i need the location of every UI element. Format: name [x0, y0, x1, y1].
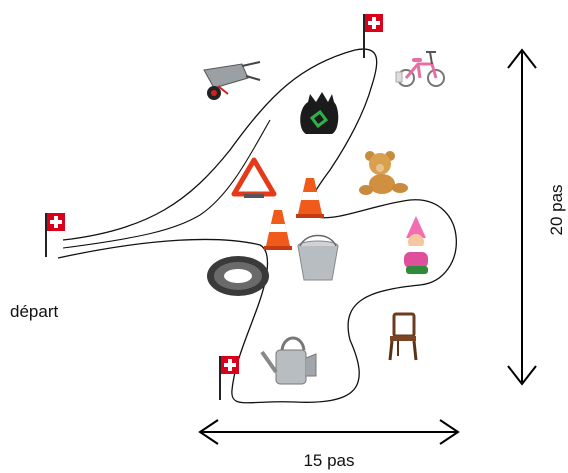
flag-icon [45, 213, 65, 257]
course-path-inner [62, 119, 271, 249]
bicycle-icon [395, 51, 445, 87]
height-dimension [507, 48, 537, 386]
start-label: départ [10, 302, 58, 321]
bucket-icon [297, 234, 339, 281]
garden-gnome-icon [404, 216, 428, 274]
warning-triangle-icon [231, 157, 277, 198]
traffic-cone-icon [296, 178, 324, 218]
wheelbarrow-icon [203, 61, 261, 100]
chair-icon [388, 312, 418, 361]
height-label: 20 pas [547, 184, 566, 235]
course-path [57, 48, 457, 404]
teddy-bear-icon [359, 151, 408, 195]
watering-can-icon [260, 336, 317, 385]
width-dimension [198, 419, 460, 445]
width-label: 15 pas [303, 451, 354, 470]
flag-icon [219, 356, 239, 400]
flag-icon [363, 14, 383, 58]
traffic-cone-icon [264, 210, 292, 250]
tire-icon [207, 256, 269, 296]
trash-bag-icon [300, 92, 339, 134]
